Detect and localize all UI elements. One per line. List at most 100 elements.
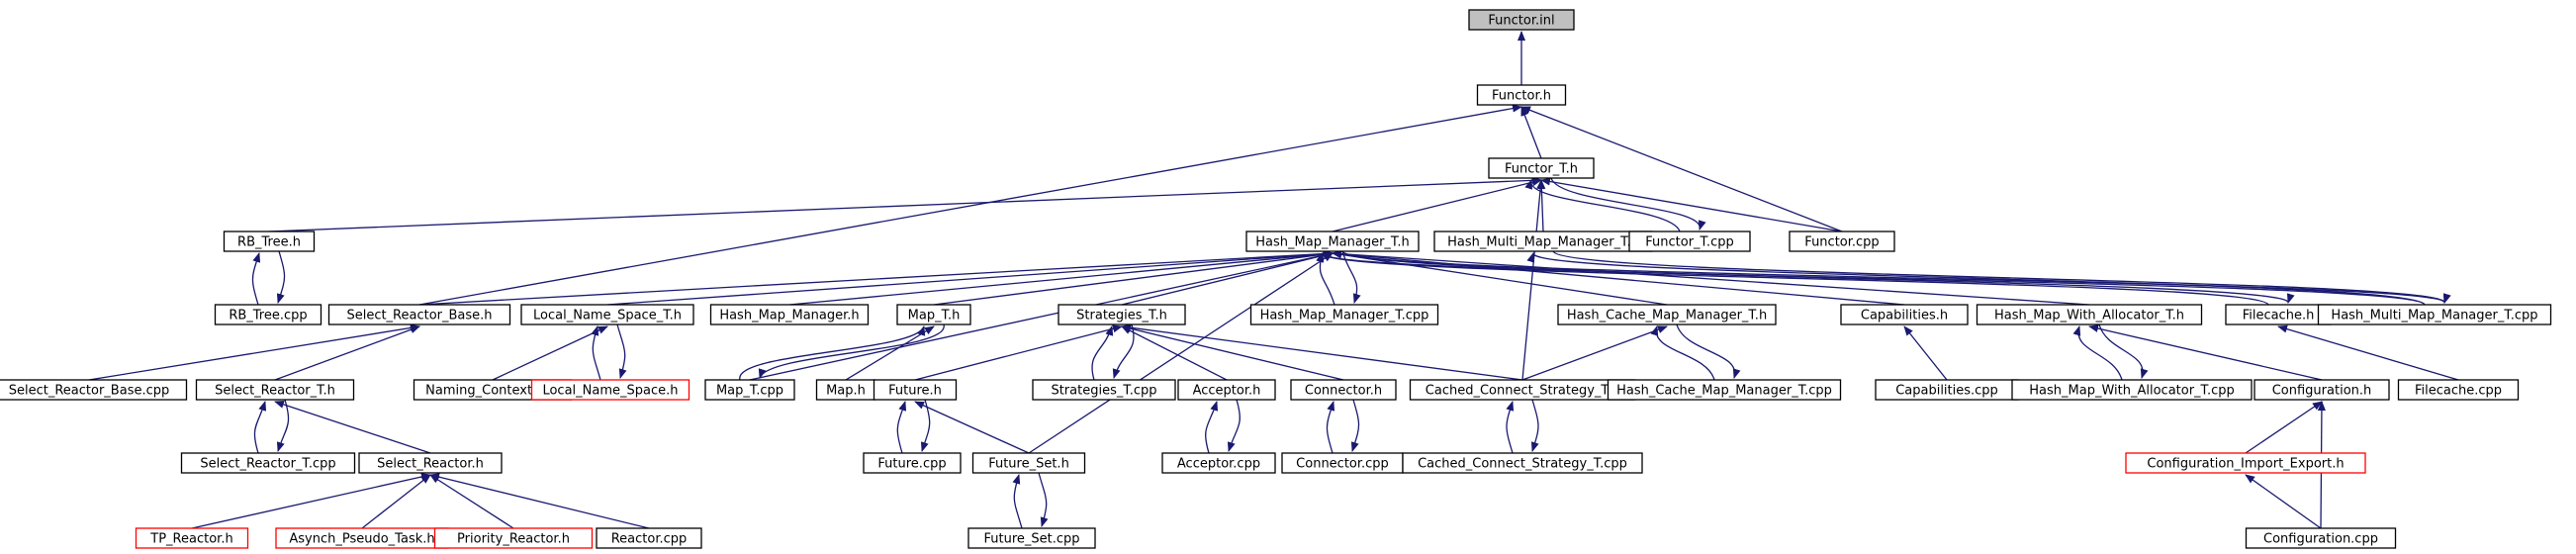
node-select-reactor-h[interactable]: Select_Reactor.h (358, 452, 503, 474)
node-hash-multi-map-manager-t-cpp[interactable]: Hash_Multi_Map_Manager_T.cpp (2317, 304, 2552, 325)
node-configuration-h[interactable]: Configuration.h (2254, 379, 2390, 401)
node-box (1488, 157, 1595, 179)
node-label: Functor.h (1492, 89, 1551, 104)
node-label: Cached_Connect_Strategy_T.h (1426, 384, 1619, 399)
edge-cached_connect_strategy_t_h-to-hash_cache_map_manager_t_h (1521, 325, 1668, 381)
node-acceptor-h[interactable]: Acceptor.h (1177, 379, 1276, 401)
node-filecache-cpp[interactable]: Filecache.cpp (2397, 379, 2520, 401)
node-hash-map-manager-t-h[interactable]: Hash_Map_Manager_T.h (1245, 231, 1420, 252)
node-label: Future_Set.h (988, 457, 1069, 472)
node-box (1402, 452, 1643, 474)
node-box (1249, 304, 1439, 325)
edge-local_name_space_h-to-local_name_space_t_h (591, 325, 601, 381)
node-box (2245, 527, 2397, 549)
node-strategies-t-cpp[interactable]: Strategies_T.cpp (1032, 379, 1176, 401)
edge-map_t_cpp-to-map_t_h (739, 325, 926, 381)
edge-acceptor_h-to-acceptor_cpp (1227, 399, 1241, 452)
node-capabilities-h[interactable]: Capabilities.h (1840, 304, 1969, 325)
node-box (223, 231, 316, 252)
node-strategies-t-h[interactable]: Strategies_T.h (1058, 304, 1186, 325)
edge-configuration_h-to-hash_map_with_allocator_t_h (2088, 324, 2323, 381)
node-map-t-cpp[interactable]: Map_T.cpp (704, 379, 795, 401)
node-label: Cached_Connect_Strategy_T.cpp (1418, 457, 1627, 472)
node-future-set-cpp[interactable]: Future_Set.cpp (967, 527, 1096, 549)
edge-configuration_import_export_h-to-configuration_h (2245, 401, 2323, 454)
edge-future_set_h-to-hash_map_manager_t_h (1028, 252, 1334, 454)
node-label: Future.cpp (877, 457, 946, 472)
node-hash-cache-map-manager-t-cpp[interactable]: Hash_Cache_Map_Manager_T.cpp (1607, 379, 1842, 401)
node-hash-map-with-allocator-t-cpp[interactable]: Hash_Map_With_Allocator_T.cpp (2011, 379, 2253, 401)
edge-cached_connect_strategy_t_h-to-cached_connect_strategy_t_cpp (1530, 399, 1539, 452)
node-rb-tree-h[interactable]: RB_Tree.h (223, 231, 316, 252)
node-label: TP_Reactor.h (149, 532, 232, 547)
node-select-reactor-base-h[interactable]: Select_Reactor_Base.h (327, 304, 511, 325)
node-connector-cpp[interactable]: Connector.cpp (1281, 452, 1404, 474)
node-local-name-space-h[interactable]: Local_Name_Space.h (530, 379, 690, 401)
node-cached-connect-strategy-t-h[interactable]: Cached_Connect_Strategy_T.h (1409, 379, 1636, 401)
node-connector-h[interactable]: Connector.h (1290, 379, 1397, 401)
node-box (1177, 379, 1276, 401)
node-functor-t-cpp[interactable]: Functor_T.cpp (1628, 231, 1751, 252)
edge-future_set_cpp-to-future_set_h (1012, 474, 1023, 529)
edge-hash_cache_map_manager_t_h-to-hash_map_manager_t_h (1332, 250, 1668, 306)
node-future-h[interactable]: Future.h (873, 379, 958, 401)
node-functor-inl: Functor.inl (1468, 9, 1575, 31)
edge-select_reactor_t_cpp-to-select_reactor_t_h (253, 401, 267, 454)
node-asynch-pseudo-task-h[interactable]: Asynch_Pseudo_Task.h (275, 527, 449, 549)
node-capabilities-cpp[interactable]: Capabilities.cpp (1875, 379, 2019, 401)
node-rb-tree-cpp[interactable]: RB_Tree.cpp (214, 304, 322, 325)
node-configuration-import-export-h[interactable]: Configuration_Import_Export.h (2125, 452, 2366, 474)
node-reactor-cpp[interactable]: Reactor.cpp (596, 527, 702, 549)
edge-connector_h-to-strategies_t_h (1121, 324, 1344, 381)
node-label: Future_Set.cpp (983, 532, 1079, 547)
node-hash-map-with-allocator-t-h[interactable]: Hash_Map_With_Allocator_T.h (1976, 304, 2203, 325)
edge-select_reactor_h-to-select_reactor_t_h (274, 401, 431, 454)
node-map-t-h[interactable]: Map_T.h (896, 304, 971, 325)
node-label: Acceptor.h (1193, 384, 1261, 399)
edge-select_reactor_t_h-to-select_reactor_base_h (274, 325, 420, 381)
node-functor-t-h[interactable]: Functor_T.h (1488, 157, 1595, 179)
edge-connector_h-to-connector_cpp (1350, 399, 1360, 452)
node-label: Hash_Map_With_Allocator_T.h (1994, 309, 2184, 323)
node-select-reactor-t-cpp[interactable]: Select_Reactor_T.cpp (180, 452, 356, 474)
edge-tp_reactor_h-to-select_reactor_h (191, 473, 431, 529)
node-acceptor-cpp[interactable]: Acceptor.cpp (1161, 452, 1276, 474)
node-select-reactor-base-cpp[interactable]: Select_Reactor_Base.cpp (0, 379, 188, 401)
node-box (1290, 379, 1397, 401)
node-priority-reactor-h[interactable]: Priority_Reactor.h (433, 527, 594, 549)
node-box (1032, 379, 1176, 401)
node-label: Functor_T.cpp (1645, 235, 1733, 250)
edge-capabilities_h-to-hash_map_manager_t_h (1332, 249, 1905, 306)
node-label: Connector.cpp (1296, 457, 1389, 472)
node-hash-multi-map-manager-t-h[interactable]: Hash_Multi_Map_Manager_T.h (1433, 231, 1653, 252)
edge-filecache_cpp-to-filecache_h (2277, 324, 2459, 381)
edge-local_name_space_t_h-to-local_name_space_h (616, 323, 627, 379)
node-hash-map-manager-t-cpp[interactable]: Hash_Map_Manager_T.cpp (1249, 304, 1439, 325)
node-label: Filecache.h (2243, 309, 2315, 323)
node-filecache-h[interactable]: Filecache.h (2225, 304, 2332, 325)
node-local-name-space-t-h[interactable]: Local_Name_Space_T.h (520, 304, 694, 325)
node-cached-connect-strategy-t-cpp[interactable]: Cached_Connect_Strategy_T.cpp (1402, 452, 1643, 474)
node-label: Map.h (826, 384, 866, 399)
node-box (1789, 231, 1895, 252)
edge-functor_t_h-to-functor_t_cpp (1550, 177, 1706, 231)
node-tp-reactor-h[interactable]: TP_Reactor.h (135, 527, 249, 549)
node-box (1058, 304, 1186, 325)
node-select-reactor-t-h[interactable]: Select_Reactor_T.h (195, 379, 355, 401)
node-hash-map-manager-h[interactable]: Hash_Map_Manager.h (709, 304, 870, 325)
node-box (1476, 84, 1567, 106)
node-box (1976, 304, 2203, 325)
node-hash-cache-map-manager-t-h[interactable]: Hash_Cache_Map_Manager_T.h (1557, 304, 1777, 325)
node-label: RB_Tree.cpp (229, 309, 307, 323)
node-box (214, 304, 322, 325)
node-future-cpp[interactable]: Future.cpp (863, 452, 962, 474)
node-label: Filecache.cpp (2415, 384, 2502, 399)
node-functor-cpp[interactable]: Functor.cpp (1789, 231, 1895, 252)
edge-hash_map_manager_t_h-to-hash_map_manager_t_cpp (1341, 250, 1361, 304)
edge-local_name_space_t_h-to-hash_map_manager_t_h (606, 249, 1334, 306)
node-label: Configuration_Import_Export.h (2147, 457, 2344, 472)
node-functor-h[interactable]: Functor.h (1476, 84, 1567, 106)
node-map-h[interactable]: Map.h (815, 379, 876, 401)
node-configuration-cpp[interactable]: Configuration.cpp (2245, 527, 2397, 549)
node-future-set-h[interactable]: Future_Set.h (971, 452, 1086, 474)
